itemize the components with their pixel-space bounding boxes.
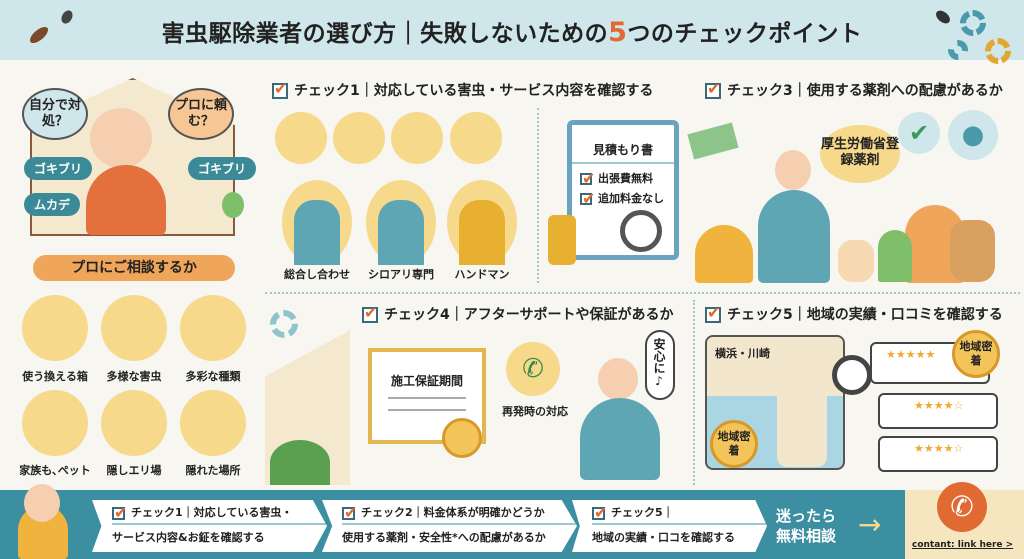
- tree-icon: [222, 192, 244, 218]
- worried-person-face: [90, 108, 152, 168]
- magnifier-icon: [832, 355, 872, 395]
- estimate-title: 見積もり書: [572, 141, 674, 164]
- pest-tag: ムカデ: [24, 193, 81, 216]
- worker-termite-illustration: [366, 180, 436, 265]
- worker-label: シロアリ専門: [368, 268, 434, 281]
- rating-stars: ★★★★★: [886, 348, 936, 361]
- local-seal-badge: 地域密着: [952, 330, 1000, 378]
- check5-heading: チェック5｜地域の実績・口コミを確認する: [705, 303, 1003, 324]
- item-label: 隠しエリ場: [106, 464, 162, 477]
- summary-step-5[interactable]: チェック5｜地域の実績・口コを確認する: [572, 500, 767, 552]
- map-label: 横浜・川崎: [715, 347, 770, 360]
- gear-icon: [985, 38, 1011, 64]
- worker-face: [775, 150, 811, 190]
- child-illustration: [878, 230, 912, 282]
- header-band: [0, 0, 1024, 60]
- worker-handyman-illustration: [447, 180, 517, 265]
- rat-termite-house-icon: [450, 112, 502, 164]
- ant-icon: [180, 295, 246, 361]
- speech-bubble-pro: プロに頼む？: [168, 88, 234, 140]
- shield-check-icon: ✔: [898, 112, 940, 154]
- money-icon: [687, 122, 739, 160]
- worker-face: [598, 358, 638, 400]
- coins-icon: [548, 215, 576, 265]
- cat-icon: [838, 240, 874, 282]
- estimate-item: 追加料金なし: [580, 189, 674, 208]
- local-seal-badge: 地域密着: [710, 420, 758, 468]
- water-drop-leaf-icon: ●: [948, 110, 998, 160]
- phone-label: 再発時の対応: [502, 405, 568, 418]
- plant-icon: [270, 440, 330, 485]
- pest-tag: ゴキブリ: [24, 157, 93, 180]
- checkbox-icon: [272, 79, 288, 99]
- free-consult-cta[interactable]: 迷ったら無料相談: [776, 507, 837, 545]
- divider: [537, 108, 539, 283]
- item-label: 多様な害虫: [106, 370, 162, 383]
- divider: [265, 292, 1020, 294]
- gear-icon: [948, 40, 968, 60]
- arrow-right-icon: →: [858, 508, 882, 541]
- speech-bubble-registered: 厚生労働省登録薬剤: [820, 125, 900, 183]
- worried-person-face: [24, 484, 60, 522]
- worker-illustration: [758, 190, 830, 283]
- rating-stars: ★★★★☆: [914, 442, 964, 455]
- recycle-can-icon: [22, 295, 88, 361]
- rating-stars: ★★★★☆: [914, 399, 964, 412]
- estimate-item: 出張費無料: [580, 169, 674, 188]
- family-pet-icon: [22, 390, 88, 456]
- check3-heading: チェック3｜使用する薬剤への配慮があるか: [705, 79, 1003, 100]
- item-label: 多彩な種類: [185, 370, 241, 383]
- summary-step-1[interactable]: チェック1｜対応している害虫・サービス内容&お鉦を確認する: [92, 500, 327, 552]
- consult-pill: プロにご相談するか: [33, 255, 235, 281]
- award-ribbon-icon: [442, 418, 482, 458]
- speech-bubble-diy: 自分で対処？: [22, 88, 88, 140]
- dog-icon: [950, 220, 995, 282]
- speech-bubble-relief: 安心に♪: [645, 330, 675, 400]
- cockroach-icon: [275, 112, 327, 164]
- item-label: 隠れた場所: [185, 464, 241, 477]
- gear-icon: [960, 10, 986, 36]
- worker-label: 総合し合わせ: [284, 268, 350, 281]
- check1-heading: チェック1｜対応している害虫・サービス内容を確認する: [272, 79, 653, 100]
- magnifier-icon: [620, 210, 662, 252]
- page-title: 害虫駆除業者の選び方｜失敗しないための5つのチェックポイント: [161, 17, 863, 48]
- gear-icon: [270, 310, 298, 338]
- area-map: 横浜・川崎: [705, 335, 845, 470]
- check4-heading: チェック4｜アフターサポートや保証があるか: [362, 303, 673, 324]
- pest-tag: ゴキブリ: [188, 157, 257, 180]
- cockroach-centipede-icon: [101, 295, 167, 361]
- item-label: 家族も､ペット: [19, 464, 91, 477]
- phone-icon: ✆: [506, 342, 560, 396]
- checkbox-icon: [362, 303, 378, 323]
- review-card: ★★★★☆: [878, 393, 998, 429]
- ant-icon: [391, 112, 443, 164]
- certificate-title: 施工保証期間: [390, 374, 463, 388]
- phone-icon[interactable]: ✆: [937, 482, 987, 532]
- woman-illustration: [695, 225, 753, 283]
- hidden-place-icon: [180, 390, 246, 456]
- contact-link[interactable]: contant: link here >: [912, 540, 1014, 550]
- checkbox-icon: [705, 79, 721, 99]
- worried-person-body: [86, 165, 166, 235]
- centipede-icon: [333, 112, 385, 164]
- hidden-area-icon: [101, 390, 167, 456]
- checkbox-icon: [705, 303, 721, 323]
- item-label: 使う換える箱: [22, 370, 88, 383]
- review-card: ★★★★☆: [878, 436, 998, 472]
- worker-label: ハンドマン: [454, 268, 510, 281]
- worker-illustration: [580, 398, 660, 480]
- divider: [693, 300, 695, 485]
- worker-general-illustration: [282, 180, 352, 265]
